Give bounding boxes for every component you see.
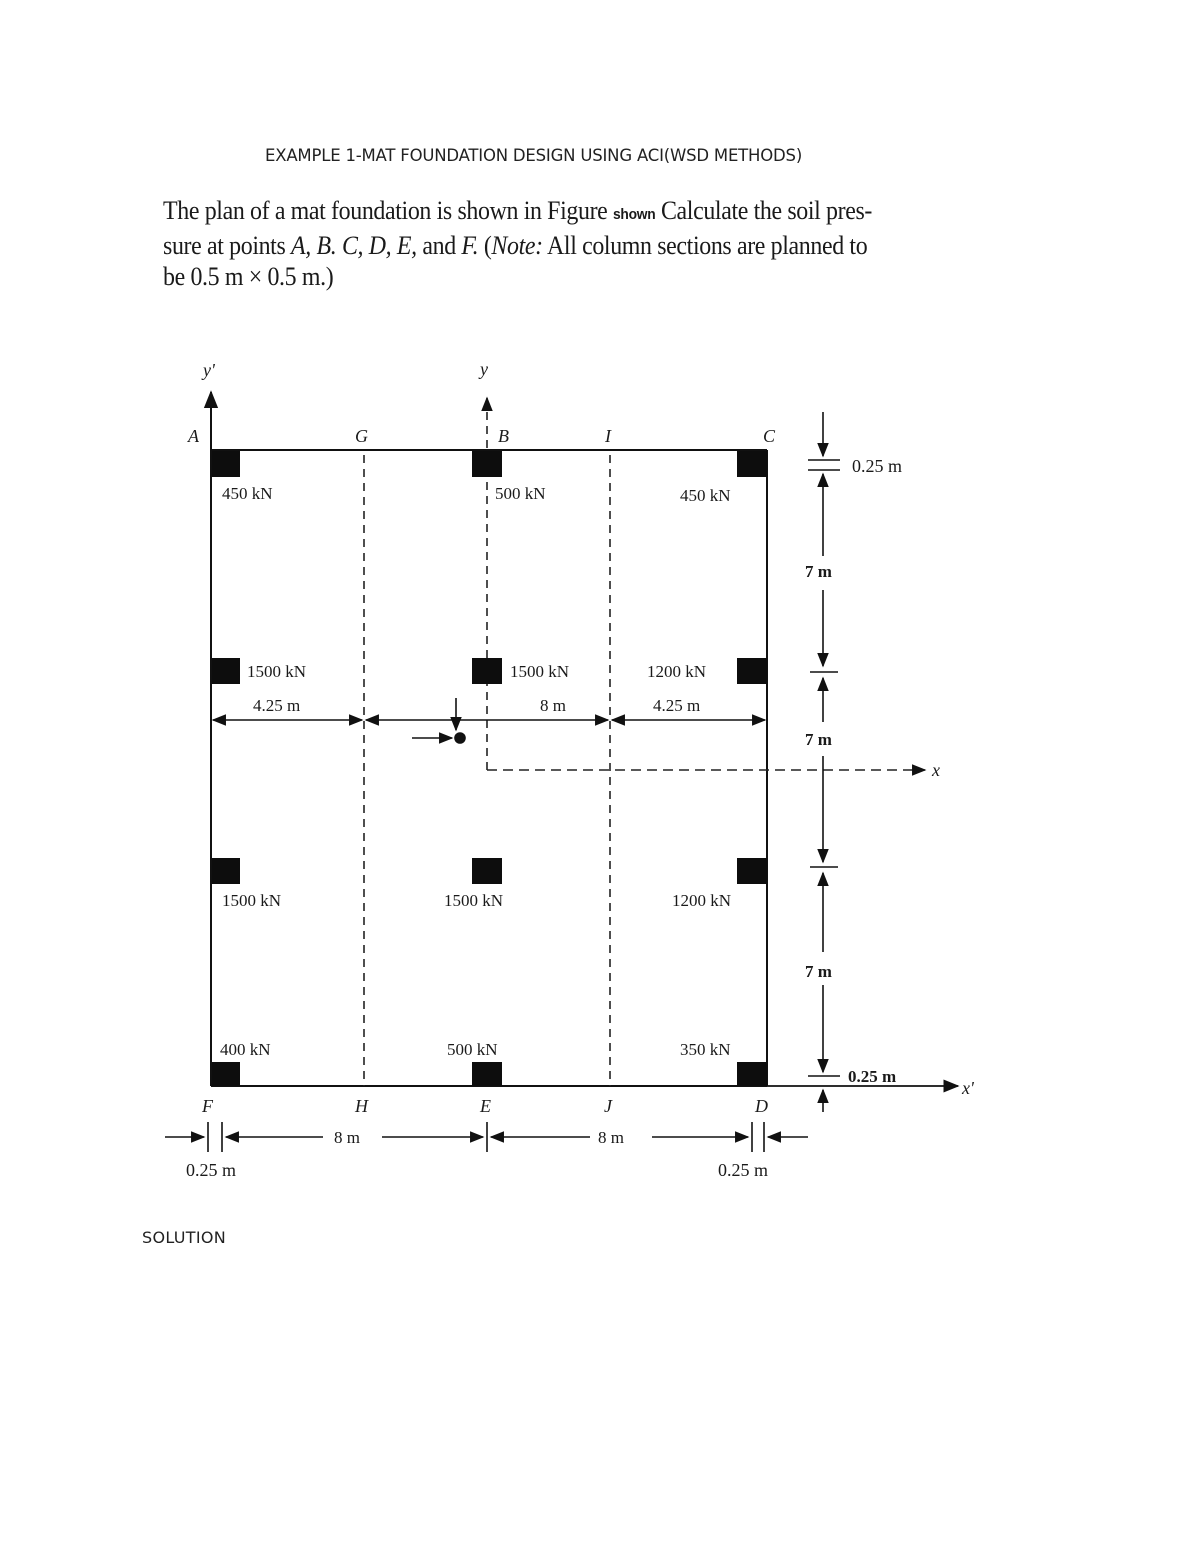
x-prime-axis: x' [767, 1078, 975, 1098]
y-prime-label: y' [201, 360, 216, 380]
y-axis: y [478, 359, 493, 770]
column-r2-left [212, 658, 240, 684]
x-prime-label: x' [961, 1078, 975, 1098]
point-a: A [187, 426, 200, 446]
load-r3-mid: 1500 kN [444, 891, 503, 910]
dim-bottom-8-left: 8 m [334, 1128, 360, 1147]
problem-point-f: F. [461, 231, 479, 260]
column-f [212, 1062, 240, 1086]
load-r1-left: 450 kN [222, 484, 273, 503]
problem-line3: be 0.5 m × 0.5 m.) [163, 262, 334, 291]
solution-label: SOLUTION [142, 1228, 227, 1247]
load-r1-mid: 500 kN [495, 484, 546, 503]
column-a [212, 451, 240, 477]
point-d: D [754, 1096, 768, 1116]
point-h: H [354, 1096, 369, 1116]
point-i: I [604, 426, 612, 446]
problem-points: A, B. C, D, E, [291, 231, 417, 260]
bottom-dimension-chain [165, 1122, 808, 1152]
column-d [737, 1062, 767, 1086]
problem-line1-b: Calculate the soil pres- [655, 196, 873, 225]
problem-note: Note: [491, 231, 543, 260]
load-r2-mid: 1500 kN [510, 662, 569, 681]
point-j: J [604, 1096, 613, 1116]
dim-span2: 7 m [805, 730, 832, 749]
point-g: G [355, 426, 368, 446]
dim-bottom-edge: 0.25 m [848, 1067, 896, 1086]
column-r3-mid [472, 858, 502, 884]
problem-line2-a: sure at points [163, 231, 292, 260]
load-r4-left: 400 kN [220, 1040, 271, 1059]
column-r2-right [737, 658, 767, 684]
problem-line2-d: All column sections are planned to [542, 231, 868, 260]
dim-bottom-8-right: 8 m [598, 1128, 624, 1147]
mat-outline [210, 449, 768, 1087]
problem-line2-c: ( [478, 231, 492, 260]
dim-span3: 7 m [805, 962, 832, 981]
load-r4-mid: 500 kN [447, 1040, 498, 1059]
point-e: E [479, 1096, 491, 1116]
load-r3-left: 1500 kN [222, 891, 281, 910]
columns [212, 451, 767, 1086]
column-b [472, 451, 502, 477]
column-e [472, 1062, 502, 1086]
load-r4-right: 350 kN [680, 1040, 731, 1059]
example-heading: EXAMPLE 1-MAT FOUNDATION DESIGN USING AC… [265, 146, 803, 165]
y-prime-axis: y' [201, 360, 219, 450]
dim-left-4-25: 4.25 m [253, 696, 300, 715]
load-r2-left: 1500 kN [247, 662, 306, 681]
problem-line1-small: shown [613, 206, 656, 223]
column-r2-mid [472, 658, 502, 684]
dim-bottom-right-edge: 0.25 m [718, 1160, 768, 1180]
resultant-marker [412, 698, 466, 744]
load-r2-right: 1200 kN [647, 662, 706, 681]
problem-line1-a: The plan of a mat foundation is shown in… [163, 196, 614, 225]
column-r3-right [737, 858, 767, 884]
dim-top-edge: 0.25 m [852, 456, 902, 476]
load-r1-right: 450 kN [680, 486, 731, 505]
x-label: x [931, 760, 940, 780]
y-label: y [478, 359, 488, 379]
dim-mid-8: 8 m [540, 696, 566, 715]
dim-span1: 7 m [805, 562, 832, 581]
point-b: B [498, 426, 509, 446]
vertical-dimension-chain [808, 412, 840, 1112]
column-c [737, 451, 767, 477]
point-c: C [763, 426, 776, 446]
load-r3-right: 1200 kN [672, 891, 731, 910]
dim-bottom-left-edge: 0.25 m [186, 1160, 236, 1180]
point-f: F [201, 1096, 214, 1116]
dim-right-4-25: 4.25 m [653, 696, 700, 715]
column-r3-left [212, 858, 240, 884]
x-axis: x [487, 760, 940, 780]
problem-line2-b: and [416, 231, 462, 260]
problem-statement: The plan of a mat foundation is shown in… [163, 195, 973, 292]
